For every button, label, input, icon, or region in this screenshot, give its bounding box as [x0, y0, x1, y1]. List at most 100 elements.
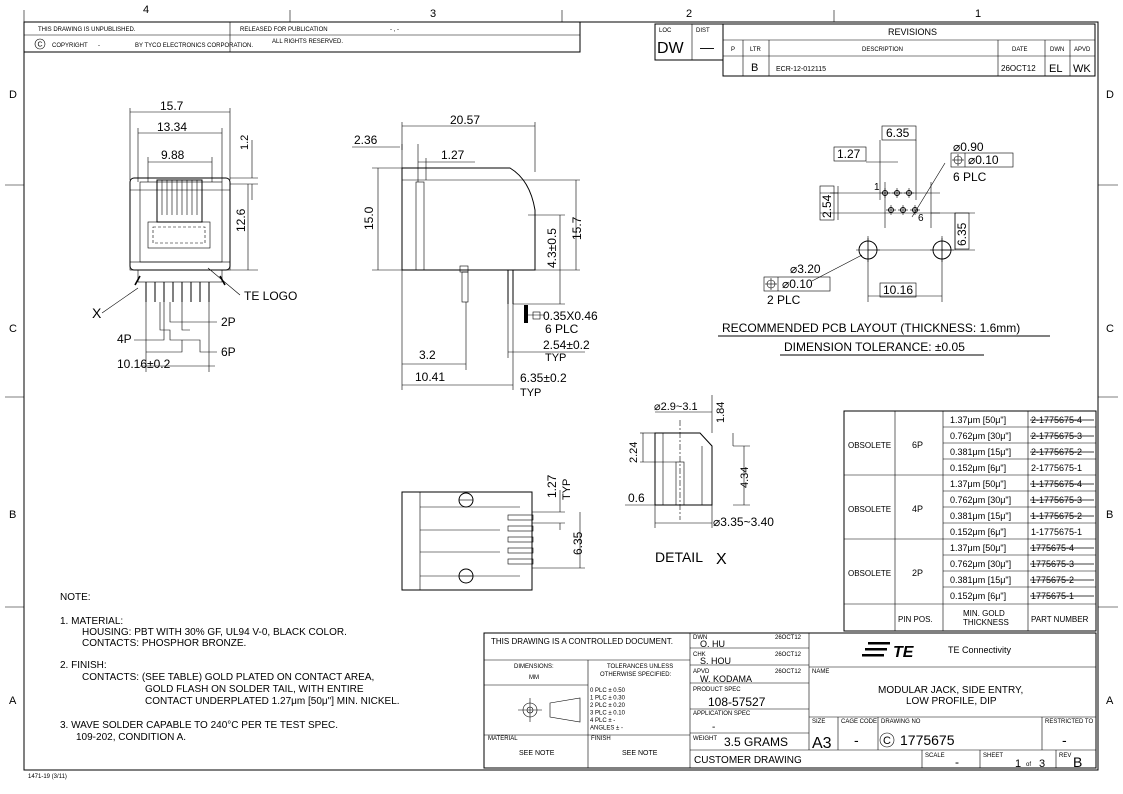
cage-label: CAGE CODE: [841, 719, 877, 725]
pcb-basic-box-4: [954, 212, 970, 250]
gold-thickness-cell: 0.152μm [6μ"]: [950, 527, 1006, 537]
table-pin-pos: PIN POS.: [898, 615, 933, 624]
detail-x-view: ⌀2.9~3.1 1.84 2.24 4.34 0.6 ⌀3.35~3.40 D…: [625, 395, 774, 568]
gold-thickness-cell: 1.37μm [50μ"]: [950, 479, 1006, 489]
dist-value: —: [700, 39, 714, 55]
front-dim-15-7: 15.7: [160, 99, 184, 113]
detail-dim-3-35: ⌀3.35~3.40: [713, 515, 774, 529]
rev-col-date: DATE: [1012, 47, 1028, 53]
chk-label: CHK: [693, 652, 706, 658]
tol-title-2: OTHERWISE SPECIFIED:: [600, 672, 672, 678]
dist-label: DIST: [696, 28, 710, 34]
sheet-label: SHEET: [983, 753, 1003, 759]
pcb-tolerance: DIMENSION TOLERANCE: ±0.05: [784, 340, 965, 354]
controlled-doc: THIS DRAWING IS A CONTROLLED DOCUMENT.: [491, 637, 673, 646]
table-thickness: THICKNESS: [963, 618, 1009, 627]
front-dim-12-6: 12.6: [234, 208, 248, 232]
app-spec: -: [712, 722, 715, 733]
tolerance-lines: 0 PLC ± 0.501 PLC ± 0.302 PLC ± 0.203 PL…: [590, 688, 626, 732]
released-dash: - , -: [390, 27, 399, 33]
bottom-dim-1-27: 1.27: [545, 474, 559, 498]
rev-date: 26OCT12: [1001, 64, 1036, 73]
finish-value: SEE NOTE: [622, 750, 658, 757]
pin-1-label: 1: [874, 182, 880, 193]
customer-drawing: CUSTOMER DRAWING: [694, 755, 802, 766]
copyright-word: COPYRIGHT: [52, 43, 88, 49]
pcb-basic-box-1: [881, 125, 917, 141]
pcb-dim-10-16: 10.16: [883, 283, 913, 297]
group-pin-pos: 2P: [912, 568, 923, 578]
rev-dwn: EL: [1049, 63, 1062, 75]
pcb-dim-2-54: 2.54: [820, 194, 834, 218]
rev-value: B: [1073, 754, 1082, 770]
te-logo-label: TE LOGO: [244, 289, 297, 303]
pcb-dim-2plc: 2 PLC: [767, 293, 801, 307]
rev-col-description: DESCRIPTION: [862, 47, 903, 53]
zone-3: 3: [430, 8, 436, 20]
detail-dim-1-84: 1.84: [715, 402, 727, 423]
part-name-2: LOW PROFILE, DIP: [906, 696, 997, 707]
dimensions-unit: MM: [529, 675, 539, 681]
scale-label: SCALE: [925, 753, 945, 759]
pos-6p-label: 6P: [221, 345, 236, 359]
te-logo-icon: [862, 642, 890, 657]
pcb-layout: 6.35 1.27 ⌀0.90 ⌀0.10 6 PLC 2.54 6.35 ⌀3…: [718, 125, 1050, 356]
note-2a: CONTACTS: (SEE TABLE) GOLD PLATED ON CON…: [82, 672, 374, 683]
te-logo-text: TE: [893, 644, 915, 661]
gold-thickness-cell: 0.381μm [15μ"]: [950, 575, 1011, 585]
front-dim-13-34: 13.34: [157, 120, 187, 134]
pcb-dim-tol-0-10: ⌀0.10: [968, 153, 999, 167]
pcb-tol-frame-2: [763, 276, 831, 292]
detail-dim-2-9: ⌀2.9~3.1: [654, 401, 698, 413]
side-dim-6plc: 6 PLC: [545, 322, 579, 336]
side-dim-15-7: 15.7: [570, 216, 584, 240]
front-dim-1-2: 1.2: [239, 135, 251, 150]
note-2b: GOLD FLASH ON SOLDER TAIL, WITH ENTIRE: [145, 684, 364, 695]
chk-name: S. HOU: [700, 656, 731, 666]
note-1: 1. MATERIAL:: [60, 616, 123, 627]
zone-a-left: A: [9, 695, 17, 707]
bottom-dim-typ: TYP: [561, 479, 573, 500]
table-min-gold: MIN. GOLD: [963, 609, 1005, 618]
revisions-table: REVISIONS P LTR DESCRIPTION DATE DWN APV…: [722, 23, 1096, 77]
pcb-holes: [856, 188, 954, 262]
detail-dim-2-24: 2.24: [628, 442, 640, 463]
pcb-title: RECOMMENDED PCB LAYOUT (THICKNESS: 1.6mm…: [722, 321, 1020, 335]
group-status: OBSOLETE: [848, 505, 891, 514]
gold-thickness-cell: 1.37μm [50μ"]: [950, 415, 1006, 425]
gold-thickness-cell: 0.381μm [15μ"]: [950, 447, 1011, 457]
gold-thickness-cell: 1.37μm [50μ"]: [950, 543, 1006, 553]
rev-desc: ECR-12-012115: [776, 66, 826, 73]
dimensions-label: DIMENSIONS:: [514, 664, 554, 670]
detail-letter: X: [716, 551, 727, 568]
front-dim-9-88: 9.88: [161, 148, 185, 162]
zone-b-right: B: [1106, 509, 1113, 521]
zone-a-right: A: [1106, 695, 1114, 707]
apvd-label: APVD: [693, 669, 710, 675]
pcb-basic-box-5: [879, 282, 917, 298]
pin-6-label: 6: [918, 213, 924, 224]
zone-d-left: D: [9, 89, 17, 101]
pcb-dim-0-90: ⌀0.90: [953, 140, 984, 154]
square-symbol-icon: [532, 311, 541, 320]
pos-4p-label: 4P: [117, 332, 132, 346]
side-dim-typ-2: TYP: [520, 387, 541, 399]
side-dim-6-35: 6.35±0.2: [520, 371, 567, 385]
tol-title-1: TOLERANCES UNLESS: [607, 664, 673, 670]
note-1a: HOUSING: PBT WITH 30% GF, UL94 V-0, BLAC…: [82, 627, 347, 638]
notes: NOTE: 1. MATERIAL: HOUSING: PBT WITH 30%…: [60, 592, 400, 743]
gold-thickness-cell: 0.762μm [30μ"]: [950, 495, 1011, 505]
rights-text: ALL RIGHTS RESERVED.: [272, 39, 343, 45]
pcb-basic-box-2: [833, 146, 867, 162]
tolerance-line: 4 PLC ± -: [590, 718, 615, 724]
detail-title: DETAIL: [655, 549, 703, 565]
weight-label: WEIGHT: [693, 736, 717, 742]
group-pin-pos: 6P: [912, 440, 923, 450]
zone-2: 2: [686, 8, 692, 20]
drawing-number: 1775675: [900, 732, 955, 748]
gold-thickness-cell: 0.762μm [30μ"]: [950, 431, 1011, 441]
apvd-name: W. KODAMA: [700, 674, 752, 684]
dwn-name: O. HU: [700, 639, 725, 649]
note-1b: CONTACTS: PHOSPHOR BRONZE.: [82, 638, 246, 649]
unpublished-text: THIS DRAWING IS UNPUBLISHED.: [38, 27, 136, 33]
